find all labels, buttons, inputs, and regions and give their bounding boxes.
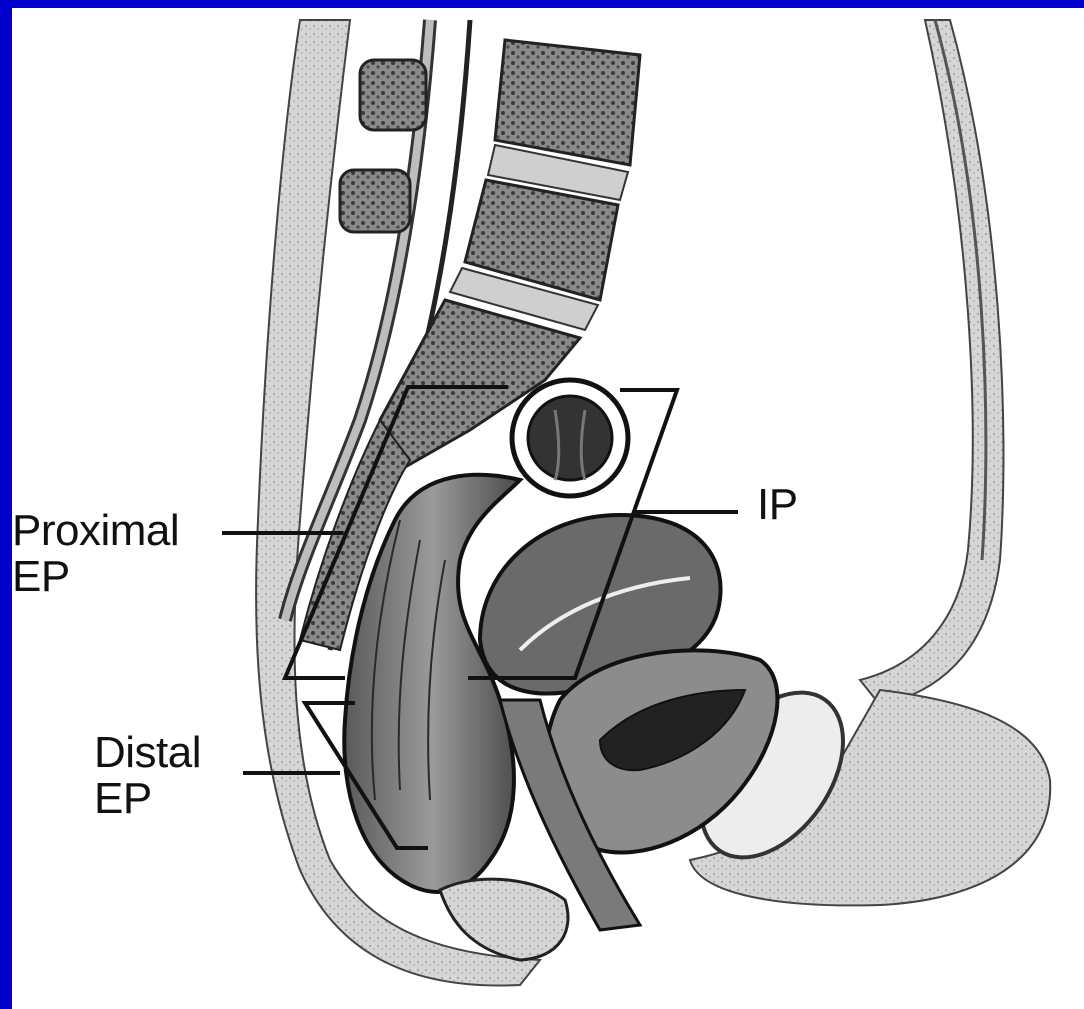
distal-ep-bracket	[305, 703, 428, 848]
distal-ep-label: Distal EP	[94, 730, 201, 822]
distal-label-line2: EP	[94, 776, 201, 822]
proximal-label-line1: Proximal	[12, 508, 179, 554]
proximal-ep-label: Proximal EP	[12, 508, 179, 600]
illustration-panel: Proximal EP Distal EP IP	[12, 8, 1084, 1009]
distal-label-line1: Distal	[94, 730, 201, 776]
proximal-label-line2: EP	[12, 554, 179, 600]
ip-bracket	[468, 390, 677, 678]
ip-label: IP	[757, 482, 798, 528]
